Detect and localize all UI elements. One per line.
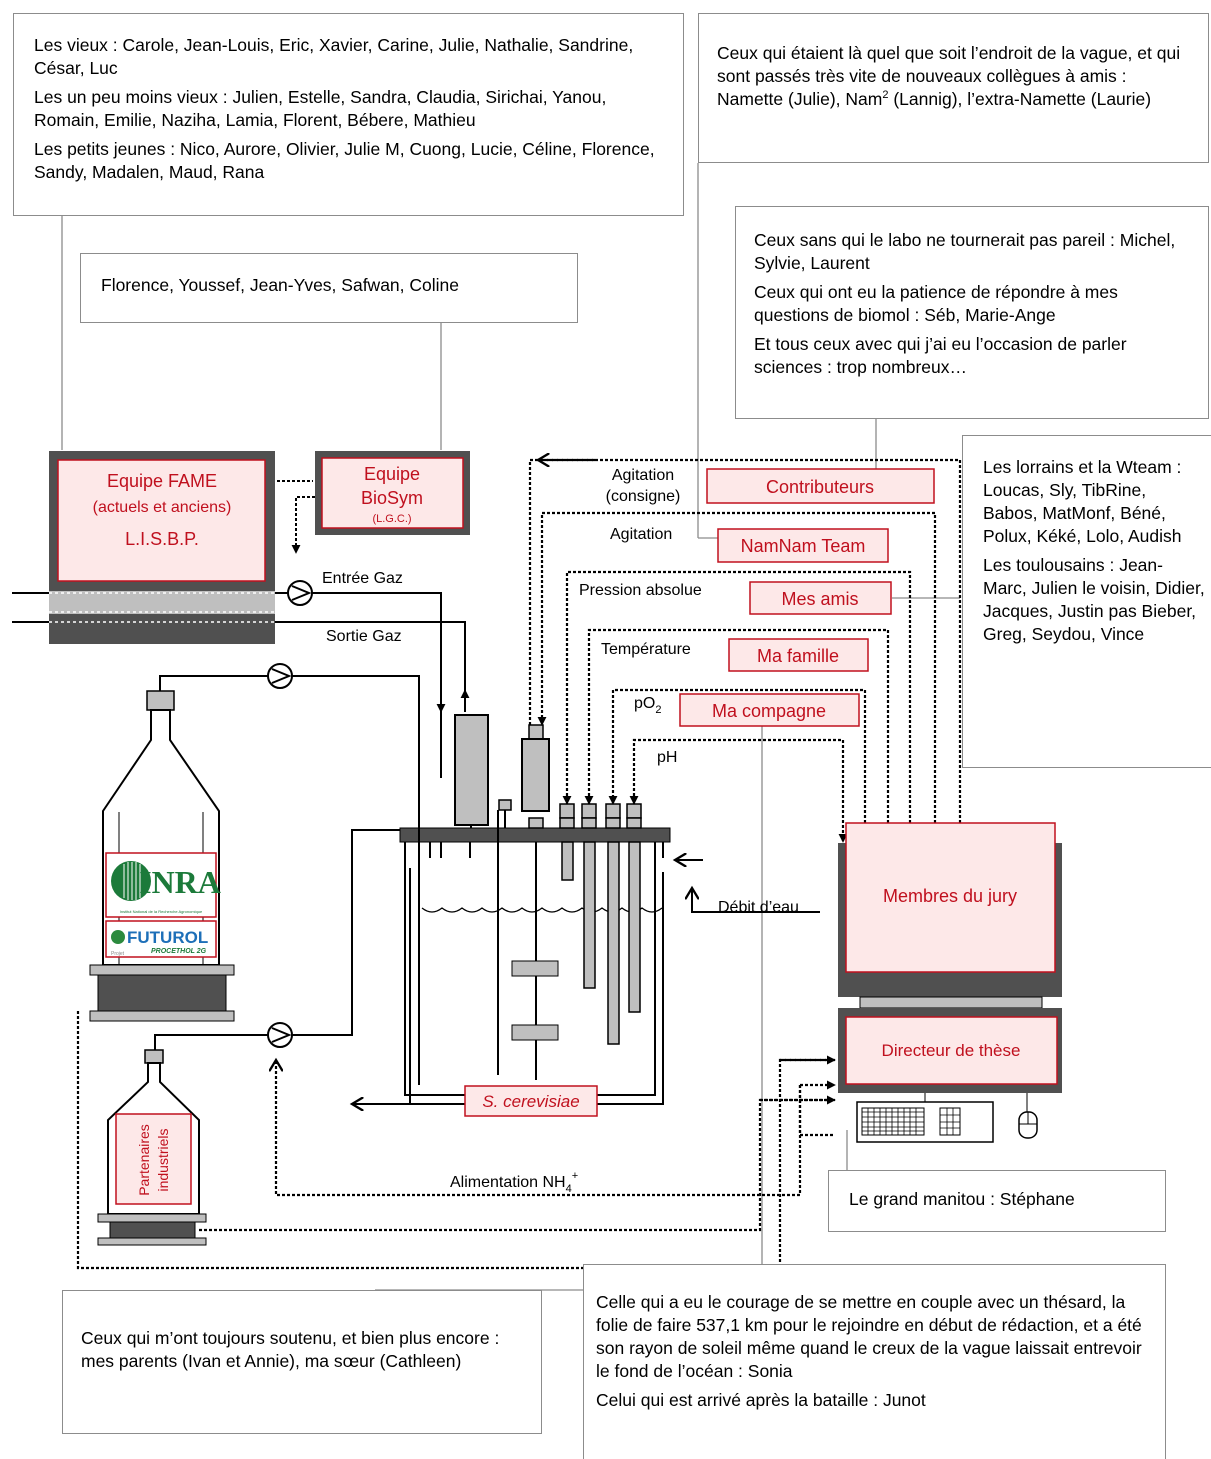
manitou-text: Le grand manitou : Stéphane xyxy=(849,1189,1075,1209)
futurol-subtitle: PROCETHOL 2G xyxy=(151,948,207,955)
futurol-projet: Projet xyxy=(111,951,125,957)
box-manitou: Le grand manitou : Stéphane xyxy=(828,1170,1166,1232)
label-sortie-gaz: Sortie Gaz xyxy=(326,628,402,645)
label-namnam: NamNam Team xyxy=(741,536,866,556)
pump-icon-feed xyxy=(267,1022,293,1048)
box-friends: Les lorrains et la Wteam : Loucas, Sly, … xyxy=(962,435,1211,768)
inra-logo: INRA xyxy=(139,864,221,900)
label-s-cerevisiae: S. cerevisiae xyxy=(482,1092,579,1111)
friends-lorrains: Les lorrains et la Wteam : Loucas, Sly, … xyxy=(983,457,1182,546)
label-directeur: Directeur de thèse xyxy=(882,1041,1021,1060)
pump-icon xyxy=(267,663,293,689)
vague-text: Ceux qui étaient là quel que soit l’endr… xyxy=(717,43,1181,109)
label-ma-famille: Ma famille xyxy=(757,646,839,666)
team-young: Les petits jeunes : Nico, Aurore, Olivie… xyxy=(34,139,655,182)
biosym-members: Florence, Youssef, Jean-Yves, Safwan, Co… xyxy=(101,275,459,295)
inra-subtitle: Institut National de la Recherche Agrono… xyxy=(120,909,203,914)
inra-bottle: INRA Institut National de la Recherche A… xyxy=(89,690,235,1022)
box-family: Ceux qui m’ont toujours soutenu, et bien… xyxy=(62,1290,542,1434)
label-agitation-consigne: Agitation xyxy=(612,467,674,484)
label-contributeurs: Contributeurs xyxy=(766,477,874,497)
label-pression: Pression absolue xyxy=(579,582,702,599)
fame-subtitle: (actuels et anciens) xyxy=(93,499,232,516)
label-debit-eau: Débit d’eau xyxy=(718,899,799,916)
label-jury: Membres du jury xyxy=(883,886,1017,906)
signal-lines xyxy=(76,460,962,1270)
label-alimentation: Alimentation NH4+ xyxy=(450,1170,578,1195)
biosym-title-1: Equipe xyxy=(364,464,420,484)
labo-text: Ceux sans qui le labo ne tournerait pas … xyxy=(754,230,1176,273)
label-mes-amis: Mes amis xyxy=(781,589,858,609)
sonia-text: Celle qui a eu le courage de se mettre e… xyxy=(596,1292,1142,1381)
label-agitation-consigne-2: (consigne) xyxy=(606,488,681,505)
box-compagne: Celle qui a eu le courage de se mettre e… xyxy=(583,1264,1166,1459)
gas-analyzer: Equipe FAME (actuels et anciens) L.I.S.B… xyxy=(49,451,275,644)
label-entree-gaz: Entrée Gaz xyxy=(322,570,403,587)
sciences-text: Et tous ceux avec qui j’ai eu l’occasion… xyxy=(754,334,1127,377)
team-old: Les vieux : Carole, Jean-Louis, Eric, Xa… xyxy=(34,35,634,78)
futurol-logo: FUTUROL xyxy=(127,928,208,947)
box-biosym-members: Florence, Youssef, Jean-Yves, Safwan, Co… xyxy=(80,253,578,323)
junot-text: Celui qui est arrivé après la bataille :… xyxy=(596,1390,926,1410)
biosym-box: Equipe BioSym (L.G.C.) xyxy=(315,451,470,535)
box-vague: Ceux qui étaient là quel que soit l’endr… xyxy=(698,13,1209,163)
label-temperature: Température xyxy=(601,641,691,658)
gas-pump-icon xyxy=(287,580,313,606)
biosym-title-2: BioSym xyxy=(361,488,423,508)
label-agitation: Agitation xyxy=(610,526,672,543)
red-labels xyxy=(679,468,935,727)
box-labo: Ceux sans qui le labo ne tournerait pas … xyxy=(735,206,1209,419)
friends-toulousains: Les toulousains : Jean-Marc, Julien le v… xyxy=(983,555,1205,644)
label-ph: pH xyxy=(657,749,677,766)
partners-label-2: industriels xyxy=(155,1128,171,1191)
computer: Membres du jury Directeur de thèse xyxy=(838,822,1062,1143)
fame-lab: L.I.S.B.P. xyxy=(125,529,199,549)
biomol-text: Ceux qui ont eu la patience de répondre … xyxy=(754,282,1118,325)
label-po2: pO2 xyxy=(634,695,661,716)
partners-bottle: Partenaires industriels xyxy=(97,1049,207,1246)
partners-label-1: Partenaires xyxy=(136,1124,152,1196)
parents-text: Ceux qui m’ont toujours soutenu, et bien… xyxy=(81,1328,500,1371)
bioreactor: S. cerevisiae xyxy=(352,714,820,1117)
biosym-lab: (L.G.C.) xyxy=(372,513,411,525)
label-ma-compagne: Ma compagne xyxy=(712,701,826,721)
box-team-members: Les vieux : Carole, Jean-Louis, Eric, Xa… xyxy=(13,13,684,216)
fame-title: Equipe FAME xyxy=(107,471,217,491)
team-less-old: Les un peu moins vieux : Julien, Estelle… xyxy=(34,87,607,130)
